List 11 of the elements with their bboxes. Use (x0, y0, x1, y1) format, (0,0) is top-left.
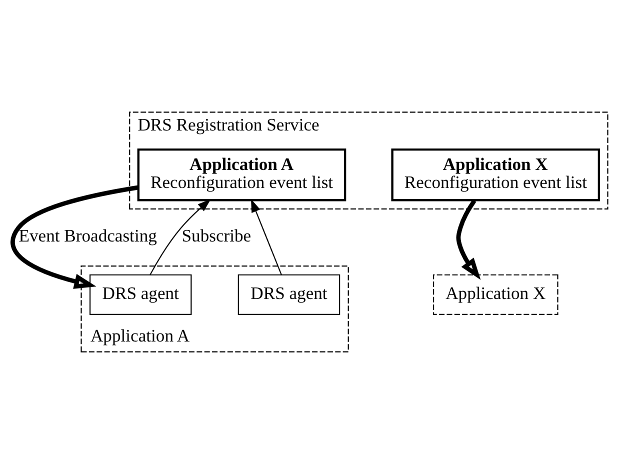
edge-label: Event Broadcasting (18, 225, 157, 246)
node-box: DRS agent (238, 274, 340, 314)
arrow (250, 198, 282, 274)
arrow (150, 198, 211, 274)
node-box: Application A Reconfiguration event list (137, 148, 346, 201)
edge-label: Subscribe (182, 225, 252, 246)
arrow (10, 184, 139, 288)
arrow (456, 198, 481, 280)
node-box: Application X (432, 274, 558, 314)
node-box: Application X Reconfiguration event list (391, 148, 600, 201)
node-box: DRS agent (90, 274, 192, 314)
